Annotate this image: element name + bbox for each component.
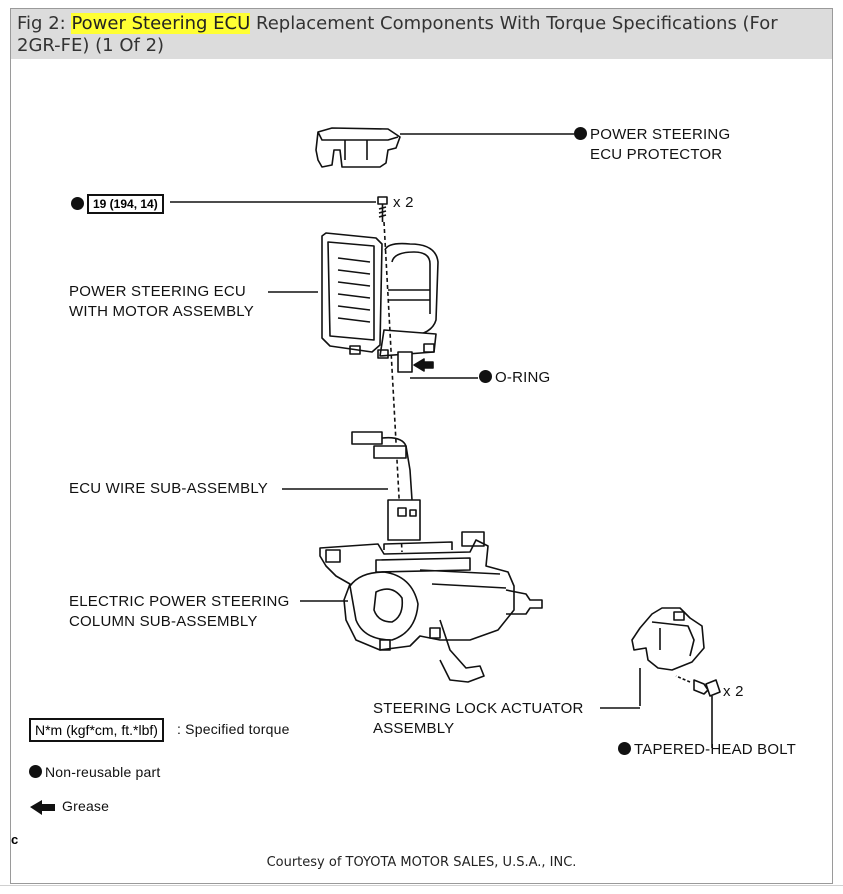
figure-frame xyxy=(10,8,833,884)
bottom-divider xyxy=(0,885,843,886)
label-tapered-head-bolt-text: TAPERED-HEAD BOLT xyxy=(634,741,797,758)
bolt-quantity-bottom: x 2 xyxy=(723,683,744,700)
label-ecu-protector-line1: POWER STEERING xyxy=(590,126,731,143)
label-tapered-head-bolt: TAPERED-HEAD BOLT xyxy=(618,741,796,758)
torque-spec-box: 19 (194, 14) xyxy=(87,194,164,214)
non-reusable-dot-icon xyxy=(29,765,42,778)
ecu-protector-part xyxy=(315,127,401,168)
non-reusable-dot-icon xyxy=(71,197,84,210)
non-reusable-dot-icon xyxy=(618,742,631,755)
component-diagram xyxy=(30,127,721,815)
non-reusable-dot-icon xyxy=(479,370,492,383)
dot-torque xyxy=(71,196,87,214)
label-ecu-protector-line2: ECU PROTECTOR xyxy=(590,146,723,163)
title-highlight: Power Steering ECU xyxy=(71,13,251,34)
tapered-head-bolt-part xyxy=(675,675,721,748)
label-o-ring-text: O-RING xyxy=(495,369,551,386)
label-lock-line2: ASSEMBLY xyxy=(373,720,455,737)
label-steering-column: ELECTRIC POWER STEERING COLUMN SUB-ASSEMB… xyxy=(69,592,289,632)
label-steering-lock-actuator: STEERING LOCK ACTUATOR ASSEMBLY xyxy=(373,699,584,739)
legend-non-reusable: Non-reusable part xyxy=(29,764,160,780)
label-o-ring: O-RING xyxy=(479,369,550,386)
courtesy-credit: Courtesy of TOYOTA MOTOR SALES, U.S.A., … xyxy=(266,855,577,870)
steering-column-part xyxy=(319,531,543,683)
non-reusable-dot-icon xyxy=(574,127,587,140)
ecu-wire-part xyxy=(351,431,421,541)
title-suffix: Replacement Components With Torque Speci… xyxy=(17,13,778,56)
steering-lock-actuator-part xyxy=(631,607,705,706)
ecu-bolt-top xyxy=(377,196,388,222)
ecu-motor-part xyxy=(321,232,439,373)
label-ecu-motor-line1: POWER STEERING ECU xyxy=(69,283,246,300)
figure-title: Fig 2: Power Steering ECU Replacement Co… xyxy=(17,13,827,57)
corner-mark: c xyxy=(11,832,19,847)
label-lock-line1: STEERING LOCK ACTUATOR xyxy=(373,700,584,717)
legend-grease: Grease xyxy=(62,798,110,814)
legend-torque-box: N*m (kgf*cm, ft.*lbf) xyxy=(29,718,164,742)
label-ecu-wire: ECU WIRE SUB-ASSEMBLY xyxy=(69,480,268,497)
bolt-quantity-top: x 2 xyxy=(393,194,414,211)
label-steering-column-line1: ELECTRIC POWER STEERING xyxy=(69,593,290,610)
label-ecu-motor-line2: WITH MOTOR ASSEMBLY xyxy=(69,303,254,320)
label-ecu-protector: POWER STEERING ECU PROTECTOR xyxy=(574,125,730,165)
legend-torque-desc: : Specified torque xyxy=(177,721,290,737)
legend-non-reusable-text: Non-reusable part xyxy=(45,764,161,780)
label-ecu-motor-assembly: POWER STEERING ECU WITH MOTOR ASSEMBLY xyxy=(69,282,254,322)
title-prefix: Fig 2: xyxy=(17,13,72,34)
label-steering-column-line2: COLUMN SUB-ASSEMBLY xyxy=(69,613,258,630)
